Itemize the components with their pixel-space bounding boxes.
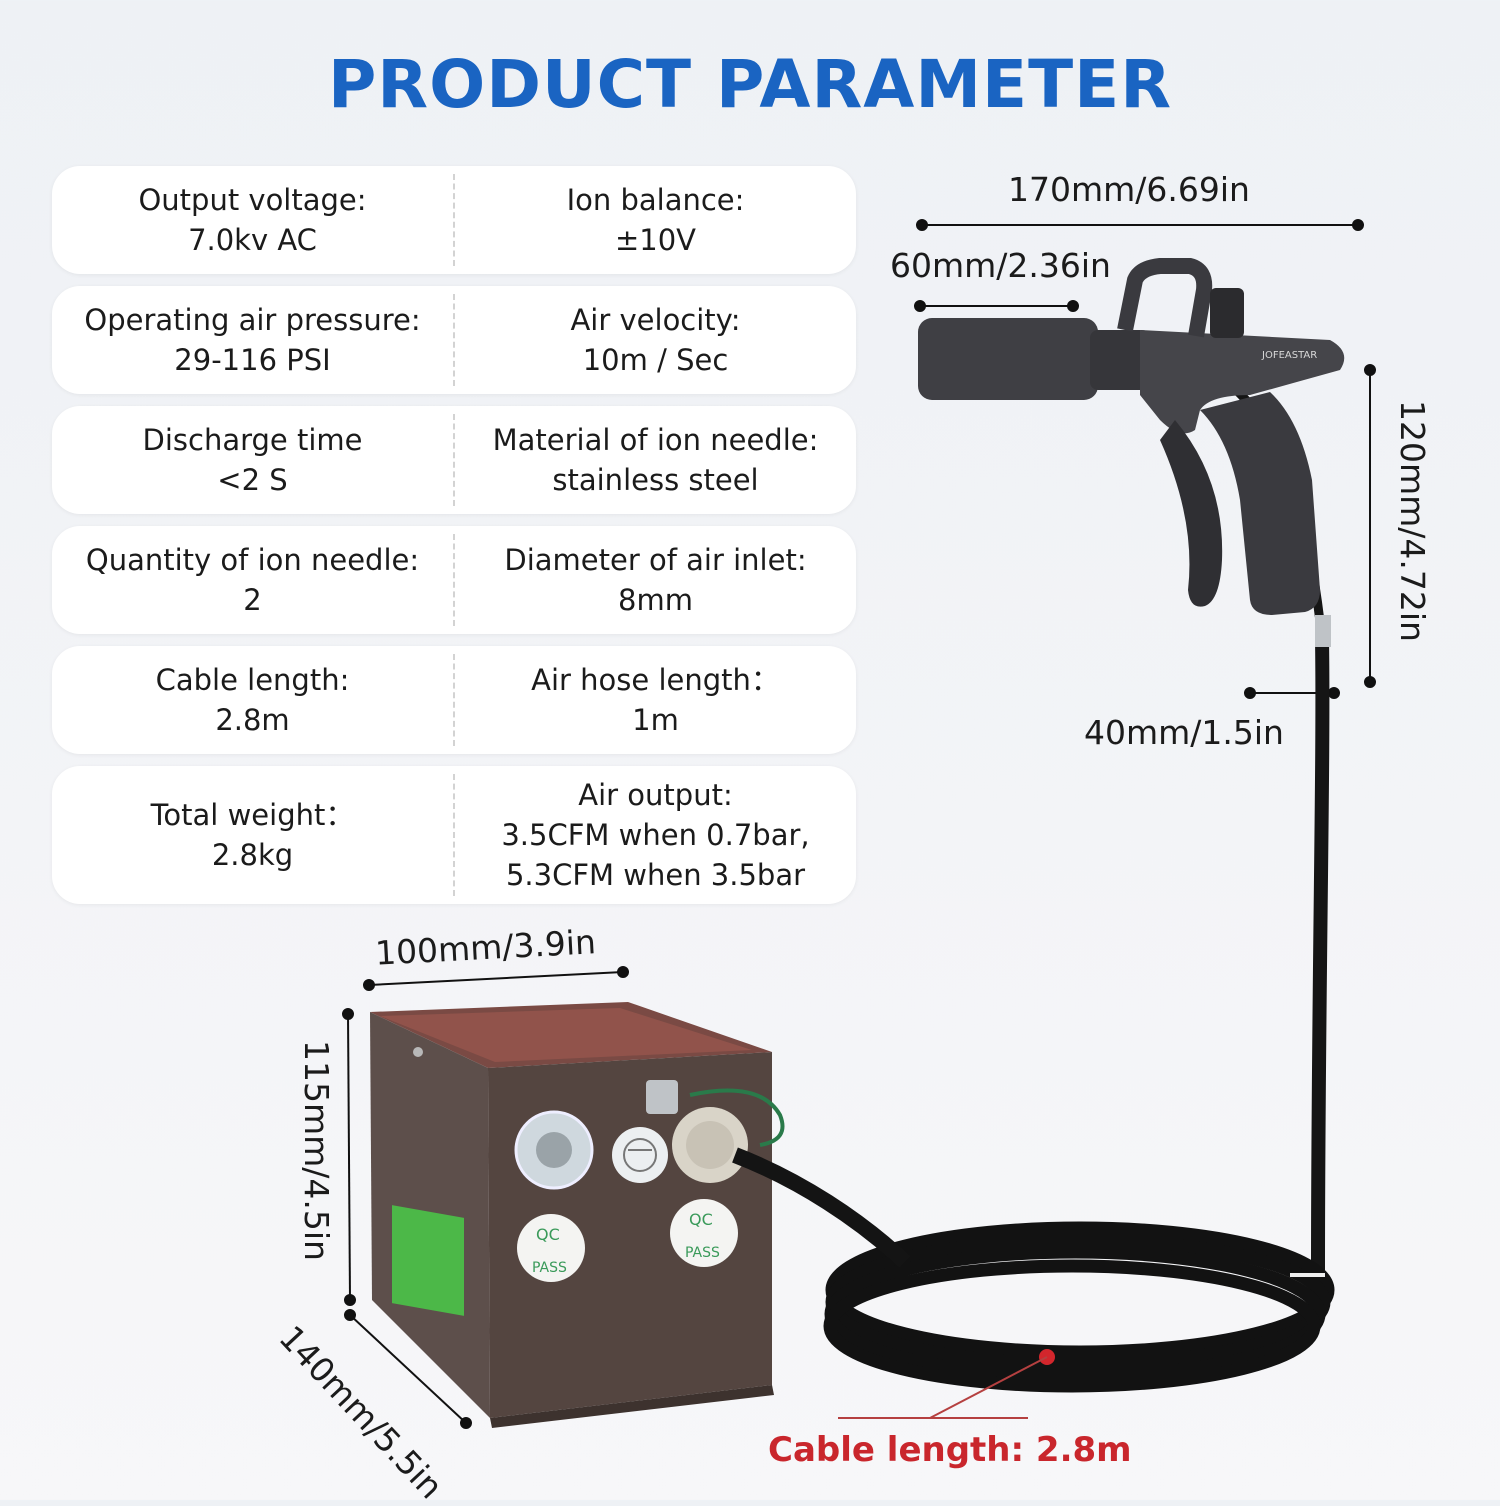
param-label: Output voltage:	[138, 183, 367, 217]
param-label: Ion balance:	[566, 183, 745, 217]
param-value: 7.0kv AC	[188, 223, 317, 257]
param-row: Discharge time <2 S Material of ion need…	[52, 406, 856, 514]
gun-length-dimension: 170mm/6.69in	[1008, 170, 1250, 209]
qc-label-bottom: PASS	[685, 1245, 720, 1261]
param-row: Total weight： 2.8kg Air output: 3.5CFM w…	[52, 766, 856, 904]
row-divider	[453, 414, 455, 506]
param-label: Total weight：	[150, 798, 355, 832]
param-row: Quantity of ion needle: 2 Diameter of ai…	[52, 526, 856, 634]
param-value: 29-116 PSI	[174, 343, 331, 377]
param-value: 2.8m	[215, 703, 290, 737]
param-cell: Diameter of air inlet: 8mm	[455, 540, 856, 620]
qc-label-top: QC	[536, 1225, 560, 1244]
param-value: <2 S	[217, 463, 288, 497]
power-cable	[732, 1147, 911, 1268]
power-supply-box: QC PASS QC PASS	[370, 1002, 785, 1428]
row-divider	[453, 774, 455, 896]
qc-label-top: QC	[689, 1210, 713, 1229]
param-value: 2.8kg	[211, 838, 294, 872]
box-height-dimension: 115mm/4.5in	[297, 1040, 336, 1261]
parameter-table: Output voltage: 7.0kv AC Ion balance: ±1…	[52, 166, 856, 916]
param-cell: Operating air pressure: 29-116 PSI	[52, 300, 453, 380]
param-value: 8mm	[618, 583, 693, 617]
param-row: Cable length: 2.8m Air hose length： 1m	[52, 646, 856, 754]
param-cell: Total weight： 2.8kg	[52, 795, 453, 875]
handle-width-dimension: 40mm/1.5in	[1084, 713, 1284, 752]
row-divider	[453, 294, 455, 386]
cable-callout	[838, 1349, 1055, 1419]
param-label: Quantity of ion needle:	[85, 543, 420, 577]
param-value: 1m	[632, 703, 679, 737]
param-cell: Output voltage: 7.0kv AC	[52, 180, 453, 260]
param-cell: Ion balance: ±10V	[455, 180, 856, 260]
param-row: Operating air pressure: 29-116 PSI Air v…	[52, 286, 856, 394]
gun-height-dimension: 120mm/4.72in	[1393, 400, 1432, 642]
param-label: Discharge time	[142, 423, 363, 457]
param-value: 3.5CFM when 0.7bar,	[501, 818, 810, 852]
param-label: Cable length:	[155, 663, 350, 697]
param-label: Air velocity:	[570, 303, 741, 337]
param-label: Air hose length：	[531, 663, 780, 697]
page-title: PRODUCT PARAMETER	[327, 46, 1173, 123]
param-label: Operating air pressure:	[84, 303, 421, 337]
param-cell: Air hose length： 1m	[455, 660, 856, 740]
cable-coil	[823, 1221, 1335, 1393]
gun-brand-text: JOFEASTAR	[1261, 350, 1317, 361]
box-dimension-lines	[342, 966, 629, 1429]
param-cell: Air output: 3.5CFM when 0.7bar, 5.3CFM w…	[455, 775, 856, 895]
row-divider	[453, 654, 455, 746]
param-value: stainless steel	[552, 463, 759, 497]
air-hose	[1311, 639, 1330, 1271]
param-cell: Quantity of ion needle: 2	[52, 540, 453, 620]
param-label: Material of ion needle:	[492, 423, 819, 457]
param-label: Air output:	[578, 778, 733, 812]
param-value: 10m / Sec	[582, 343, 729, 377]
ion-gun: JOFEASTAR	[918, 258, 1345, 647]
param-label: Diameter of air inlet:	[504, 543, 807, 577]
param-value: ±10V	[614, 223, 697, 257]
param-value-line2: 5.3CFM when 3.5bar	[505, 858, 806, 892]
row-divider	[453, 534, 455, 626]
nozzle-length-dimension: 60mm/2.36in	[890, 246, 1111, 285]
row-divider	[453, 174, 455, 266]
gun-dimension-lines	[914, 219, 1376, 699]
qc-label-bottom: PASS	[532, 1260, 567, 1276]
cable-length-callout: Cable length: 2.8m	[768, 1430, 1132, 1470]
param-cell: Air velocity: 10m / Sec	[455, 300, 856, 380]
param-cell: Cable length: 2.8m	[52, 660, 453, 740]
param-cell: Material of ion needle: stainless steel	[455, 420, 856, 500]
param-cell: Discharge time <2 S	[52, 420, 453, 500]
param-row: Output voltage: 7.0kv AC Ion balance: ±1…	[52, 166, 856, 274]
param-value: 2	[243, 583, 262, 617]
